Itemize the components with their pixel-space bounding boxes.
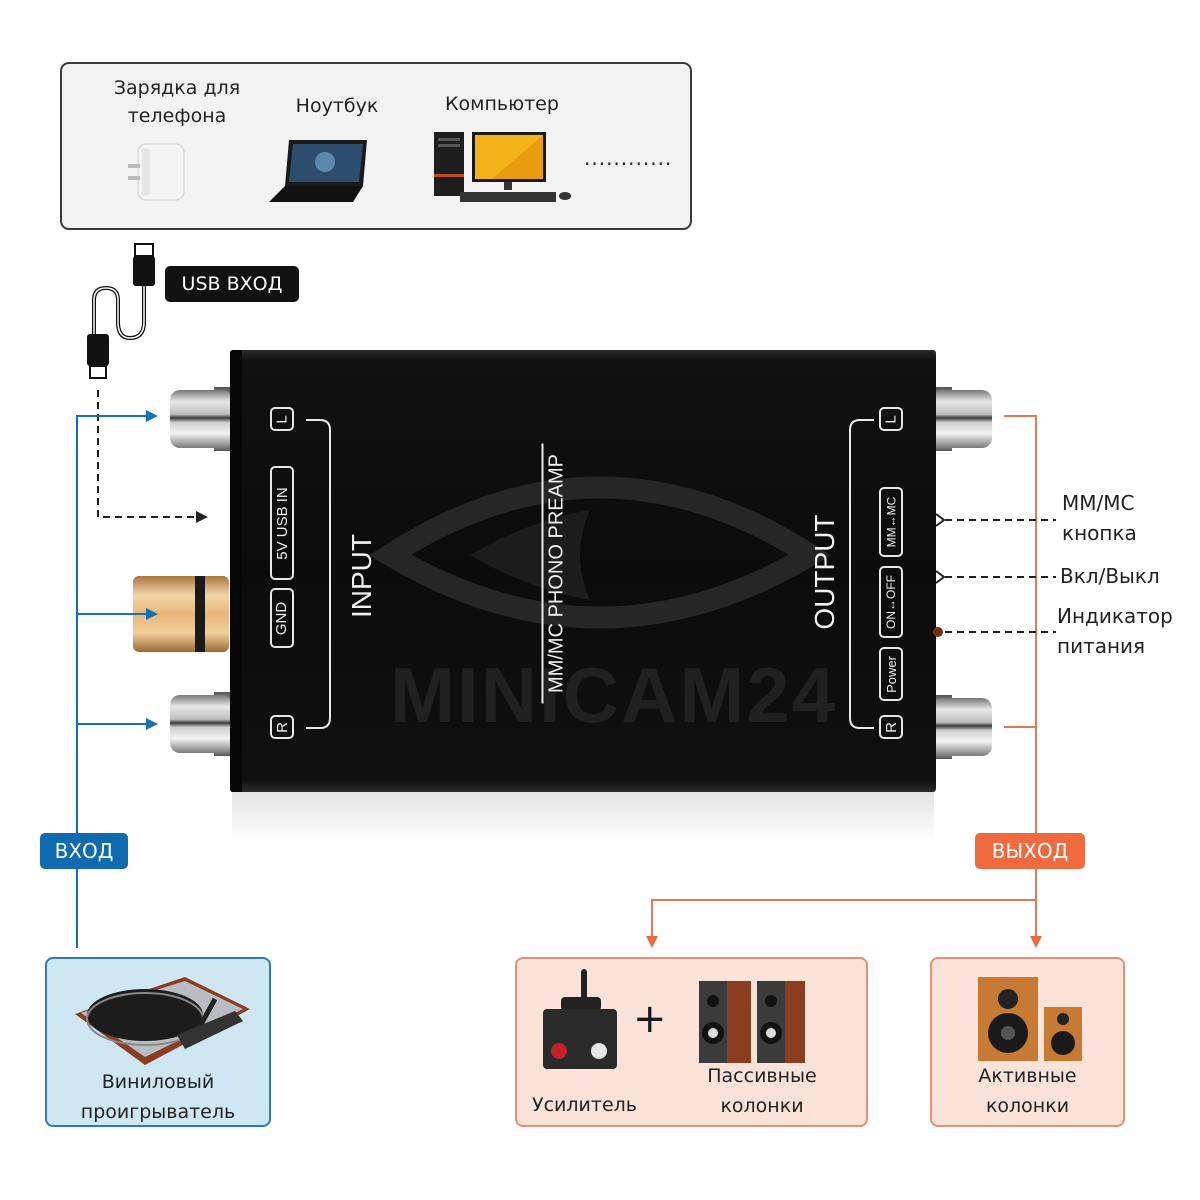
gnd-terminal-ring — [195, 576, 205, 652]
arrow-input-gnd — [146, 608, 158, 620]
active-speakers-card: Активные колонки — [930, 957, 1125, 1127]
watermark-eye-icon — [369, 476, 831, 629]
device-edge — [230, 350, 242, 792]
device-reflection — [232, 792, 934, 842]
chip-gnd: GND — [270, 588, 294, 648]
callout-power-indicator: Индикатор питания — [1057, 604, 1173, 658]
turntable-card: Виниловый проигрыватель — [45, 957, 271, 1127]
chip-input-l: L — [270, 407, 294, 431]
turntable-label: Виниловый проигрыватель — [80, 1071, 236, 1123]
arrow-input-l — [146, 410, 158, 422]
plus-sign: + — [633, 996, 667, 1042]
arrow-to-amplifier — [646, 936, 658, 948]
chip-5v-usb-in: 5V USB IN — [270, 466, 294, 580]
chip-output-l: L — [879, 407, 903, 431]
phono-preamp-device: MINICAM24 L 5V USB IN GND R INPUT MM/MC … — [230, 350, 936, 792]
passive-speakers-icon — [699, 981, 805, 1063]
power-led-icon — [933, 627, 943, 637]
phone-charger-icon — [128, 143, 185, 201]
sources-panel: Зарядка для телефона Ноутбук Компьютер .… — [60, 62, 692, 230]
output-tag: ВЫХОД — [975, 833, 1085, 869]
amplifier-label: Усилитель — [532, 1094, 637, 1116]
output-r-rca-jack[interactable] — [930, 698, 992, 756]
input-tag: ВХОД — [40, 833, 128, 869]
chip-on-off: ON↔OFF — [879, 566, 903, 638]
amplifier-passive-card: + Усилитель Пассивные колонки — [515, 957, 868, 1127]
input-lines — [76, 415, 150, 948]
source-label-charger: Зарядка для телефона — [113, 77, 241, 127]
source-label-computer: Компьютер — [445, 93, 559, 115]
input-bracket — [306, 419, 331, 729]
source-label-laptop: Ноутбук — [295, 95, 379, 117]
active-speakers-label: Активные колонки — [978, 1065, 1077, 1117]
laptop-icon — [269, 140, 367, 202]
output-l-rca-jack[interactable] — [930, 390, 992, 448]
callout-power-switch: Вкл/Выкл — [1060, 564, 1160, 588]
chip-power: Power — [879, 647, 903, 701]
input-l-rca-jack[interactable] — [170, 390, 232, 448]
arrow-to-active — [1030, 936, 1042, 948]
desktop-computer-icon — [434, 132, 571, 202]
watermark-text: MINICAM24 — [390, 651, 838, 739]
usb-input-badge: USB ВХОД — [165, 266, 299, 302]
output-bracket — [849, 419, 874, 729]
chip-output-r: R — [879, 715, 903, 739]
chip-input-r: R — [270, 715, 294, 739]
amplifier-icon — [543, 969, 617, 1069]
passive-speakers-label: Пассивные колонки — [707, 1065, 817, 1117]
active-speakers-icon — [978, 977, 1082, 1061]
more-sources-ellipsis: ............ — [584, 146, 673, 170]
arrow-input-r — [146, 718, 158, 730]
callout-mode-button: MM/MC кнопка — [1062, 491, 1137, 545]
mode-button-icon — [935, 513, 946, 527]
chip-mm-mc: MM↔MC — [879, 487, 903, 557]
input-r-rca-jack[interactable] — [170, 695, 232, 753]
turntable-icon — [75, 977, 250, 1065]
output-lines — [651, 415, 1037, 940]
power-switch-icon — [935, 570, 946, 584]
